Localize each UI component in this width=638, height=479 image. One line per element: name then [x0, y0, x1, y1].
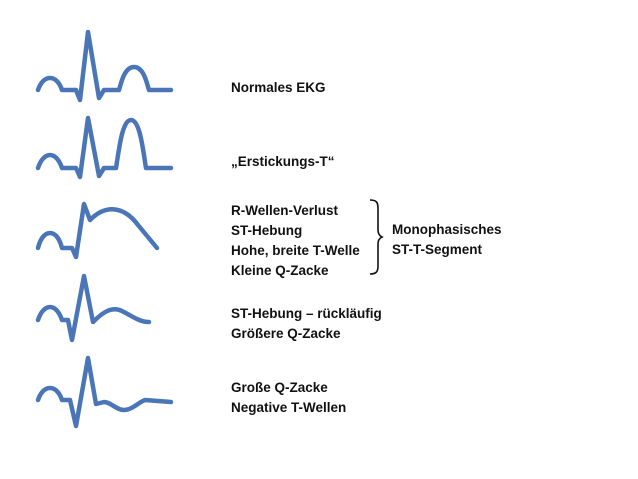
stage-label-line: Große Q-Zacke — [231, 380, 328, 395]
group-note-monophasic: Monophasisches ST-T-Segment — [392, 220, 502, 260]
stage-label-line: Negative T-Wellen — [231, 400, 347, 415]
group-note-line: Monophasisches — [392, 222, 502, 237]
group-note-line: ST-T-Segment — [392, 242, 483, 257]
grouping-bracket — [369, 199, 384, 275]
stage-label-line: Größere Q-Zacke — [231, 326, 341, 341]
stage-label-line: ST-Hebung – rückläufig — [231, 306, 382, 321]
stage-label-negative-t: Große Q-Zacke Negative T-Wellen — [231, 378, 346, 418]
stage-label-line: ST-Hebung — [231, 223, 303, 238]
stage-label-line: „Erstickungs-T“ — [231, 154, 335, 169]
stage-label-normal: Normales EKG — [231, 78, 326, 98]
ecg-waveform-resolving — [35, 273, 152, 343]
stage-label-line: Normales EKG — [231, 80, 326, 95]
stage-label-resolving: ST-Hebung – rückläufig Größere Q-Zacke — [231, 304, 382, 344]
ecg-waveform-hyperacute-t — [35, 115, 174, 180]
stage-label-hyperacute-t: „Erstickungs-T“ — [231, 152, 335, 172]
ecg-waveform-st-elevation — [35, 201, 160, 260]
stage-label-st-elevation: R-Wellen-Verlust ST-Hebung Hohe, breite … — [231, 201, 360, 281]
stage-label-line: R-Wellen-Verlust — [231, 203, 339, 218]
stage-label-line: Hohe, breite T-Welle — [231, 243, 360, 258]
stage-label-line: Kleine Q-Zacke — [231, 263, 329, 278]
ecg-waveform-negative-t — [35, 355, 174, 429]
ecg-waveform-normal — [35, 29, 174, 103]
